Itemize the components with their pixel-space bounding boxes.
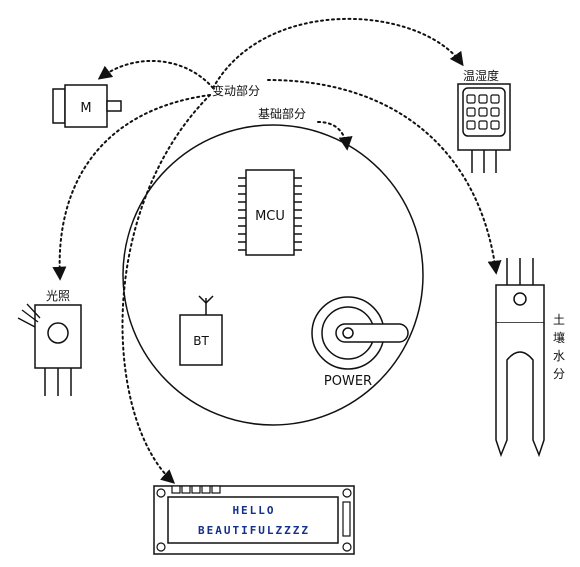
arrow-to-light <box>52 94 211 281</box>
base-part-label: 基础部分 <box>258 106 306 121</box>
mcu-chip: MCU <box>238 169 302 256</box>
light-sensor: 光照 <box>17 289 82 396</box>
soil-label-char-4: 分 <box>553 367 565 381</box>
mcu-label: MCU <box>255 209 285 224</box>
power-label: POWER <box>324 374 372 389</box>
arrow-to-lcd <box>121 94 211 484</box>
humidity-temp-label: 温湿度 <box>463 68 499 83</box>
base-part-circle <box>122 124 424 426</box>
light-label: 光照 <box>46 289 70 303</box>
motor-label: M <box>80 101 91 116</box>
soil-label-char-3: 水 <box>553 349 565 363</box>
soil-moisture-sensor: 土 壤 水 分 <box>495 258 565 458</box>
lcd-line-1: HELLO <box>232 504 275 517</box>
lcd-display: HELLO BEAUTIFULZZZZ <box>153 485 355 555</box>
humidity-temp-sensor: 温湿度 <box>457 68 511 173</box>
arrow-to-base <box>317 121 353 151</box>
variable-part-label: 变动部分 <box>212 83 260 98</box>
arrow-to-motor <box>97 59 214 89</box>
soil-label-char-1: 土 <box>553 313 565 327</box>
bt-label: BT <box>193 334 209 348</box>
arrow-to-humidity-temp <box>212 17 464 89</box>
soil-label-char-2: 壤 <box>553 330 565 345</box>
motor-component: M <box>52 84 122 128</box>
power-switch: POWER <box>311 296 409 389</box>
bt-module: BT <box>179 295 223 366</box>
lcd-line-2: BEAUTIFULZZZZ <box>198 524 310 537</box>
arrow-to-soil <box>267 79 502 275</box>
